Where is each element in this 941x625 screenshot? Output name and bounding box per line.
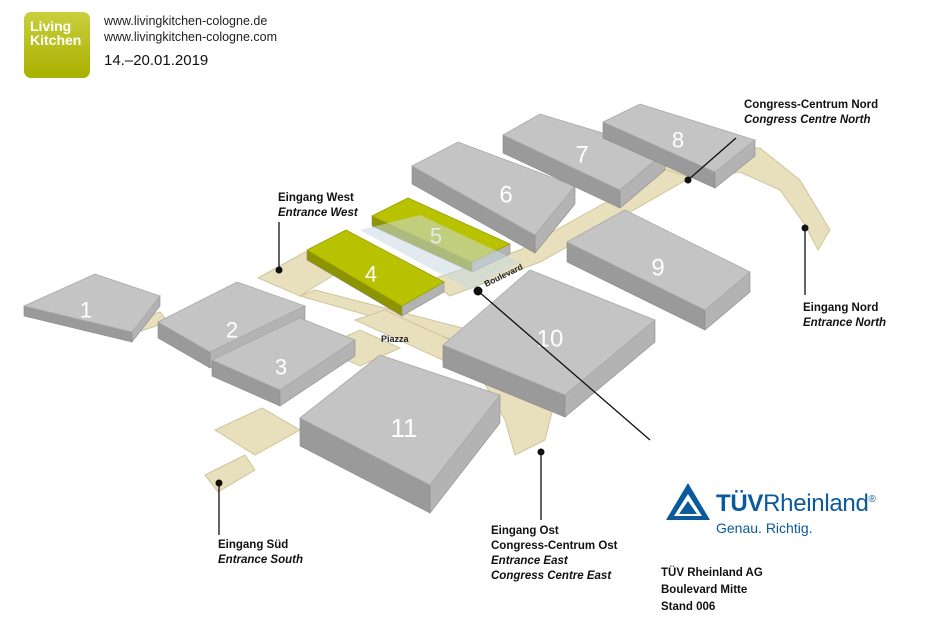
hall-9[interactable]: 9 bbox=[566, 209, 751, 331]
tuv-brand: TÜVRheinland® bbox=[716, 490, 876, 517]
hall-10-roof bbox=[442, 269, 656, 396]
callout-lines bbox=[218, 137, 806, 535]
logo-line-1: Living bbox=[30, 18, 72, 34]
living-kitchen-logo: Living Kitchen bbox=[24, 12, 90, 78]
tuv-tagline: Genau. Richtig. bbox=[716, 520, 813, 536]
hall-1[interactable]: 1 bbox=[22, 273, 161, 343]
hall-1-roof bbox=[22, 273, 161, 333]
glass-roof bbox=[360, 215, 520, 290]
hall-4-roof bbox=[306, 229, 445, 307]
address-line-2: Boulevard Mitte bbox=[661, 584, 748, 596]
hall-10-number: 10 bbox=[537, 325, 564, 352]
hall-11-number: 11 bbox=[391, 413, 418, 443]
hall-7-number: 7 bbox=[575, 141, 588, 168]
hall-6-number: 6 bbox=[499, 181, 512, 208]
event-dates: 14.–20.01.2019 bbox=[104, 52, 209, 69]
hall-1-number: 1 bbox=[80, 298, 92, 323]
url-de-link[interactable]: www.livingkitchen-cologne.de bbox=[104, 14, 268, 28]
logo-line-2: Kitchen bbox=[30, 32, 82, 48]
hall-3-number: 3 bbox=[275, 355, 287, 380]
hall-4[interactable]: 4 bbox=[306, 229, 445, 317]
hall-4-number: 4 bbox=[365, 262, 377, 287]
hall-9-roof bbox=[566, 209, 751, 311]
hall-9-number: 9 bbox=[651, 254, 664, 281]
hall-10[interactable]: 10 bbox=[442, 269, 656, 418]
hall-2-roof bbox=[157, 281, 307, 353]
hall-2-number: 2 bbox=[226, 318, 238, 343]
piazza-label: Piazza bbox=[381, 334, 410, 344]
tuv-triangle-icon bbox=[666, 483, 710, 520]
url-com-link[interactable]: www.livingkitchen-cologne.com bbox=[104, 30, 277, 44]
address-line-1: TÜV Rheinland AG bbox=[661, 567, 763, 579]
callout-dots bbox=[215, 176, 809, 487]
hall-6[interactable]: 6 bbox=[411, 141, 576, 254]
hall-3[interactable]: 3 bbox=[211, 317, 356, 407]
halls-layer: 1234567891011 bbox=[22, 103, 756, 514]
address-line-3: Stand 006 bbox=[661, 601, 716, 613]
hall-8-number: 8 bbox=[672, 128, 684, 153]
hall-3-roof bbox=[211, 317, 356, 391]
hall-11-roof bbox=[299, 354, 501, 486]
hall-11[interactable]: 11 bbox=[299, 354, 501, 514]
hall-2[interactable]: 2 bbox=[157, 281, 307, 369]
